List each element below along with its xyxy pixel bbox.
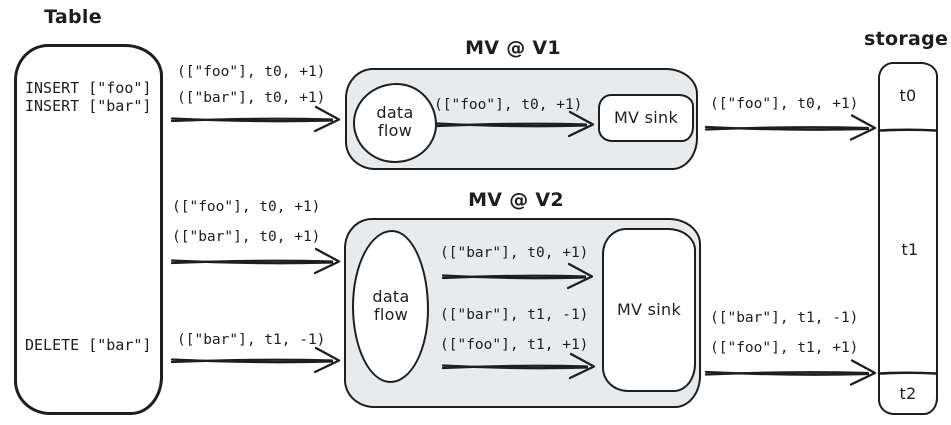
storage-segment-t1: t1	[901, 239, 919, 259]
arrow-mv1-to-storage	[704, 114, 877, 141]
storage-title: storage	[864, 28, 949, 50]
arrow-mv2-to-storage	[704, 359, 877, 386]
mv-v2-sink-box	[602, 228, 696, 392]
storage-segment-t2: t2	[899, 383, 917, 403]
flow-label: (["foo"], t0, +1)	[710, 96, 859, 112]
flow-label: (["foo"], t1, +1)	[440, 337, 589, 353]
mv-v1-dataflow-label: data flow	[376, 102, 414, 140]
flow-label: (["foo"], t0, +1)	[172, 199, 321, 215]
flow-label: (["bar"], t1, -1)	[440, 307, 589, 323]
mv-v1-sink-label: MV sink	[613, 107, 679, 127]
flow-label: (["foo"], t0, +1)	[434, 97, 583, 113]
arrow-table-to-mv2-bottom	[170, 346, 341, 374]
table-title: Table	[44, 6, 102, 28]
mv-v1-dataflow-circle	[353, 83, 437, 163]
mv-v2-title: MV @ V2	[468, 189, 564, 211]
table-row: DELETE ["bar"]	[25, 336, 152, 354]
flow-label: (["bar"], t0, +1)	[177, 90, 326, 106]
flow-label: (["foo"], t0, +1)	[177, 64, 326, 80]
flow-label: (["bar"], t1, -1)	[710, 310, 859, 326]
table-row: INSERT ["bar"]	[25, 97, 152, 115]
flow-label: (["bar"], t1, -1)	[177, 332, 326, 348]
flow-label: (["bar"], t0, +1)	[172, 229, 321, 245]
storage-segment-t0: t0	[899, 85, 917, 105]
storage-box	[878, 62, 938, 415]
flow-label: (["foo"], t1, +1)	[710, 340, 859, 356]
arrow-table-to-mv2-top	[170, 247, 341, 275]
mv-v1-sink-box	[598, 94, 694, 142]
flow-label: (["bar"], t0, +1)	[440, 245, 589, 261]
mv-v2-sink-label: MV sink	[616, 299, 682, 319]
mv-v1-title: MV @ V1	[465, 37, 561, 59]
mv-v2-dataflow-label: data flow	[372, 286, 410, 324]
table-row: INSERT ["foo"]	[25, 79, 152, 97]
table-box	[14, 44, 163, 415]
arrow-table-to-mv1	[170, 105, 341, 133]
mv-v2-dataflow-ellipse	[352, 230, 429, 383]
